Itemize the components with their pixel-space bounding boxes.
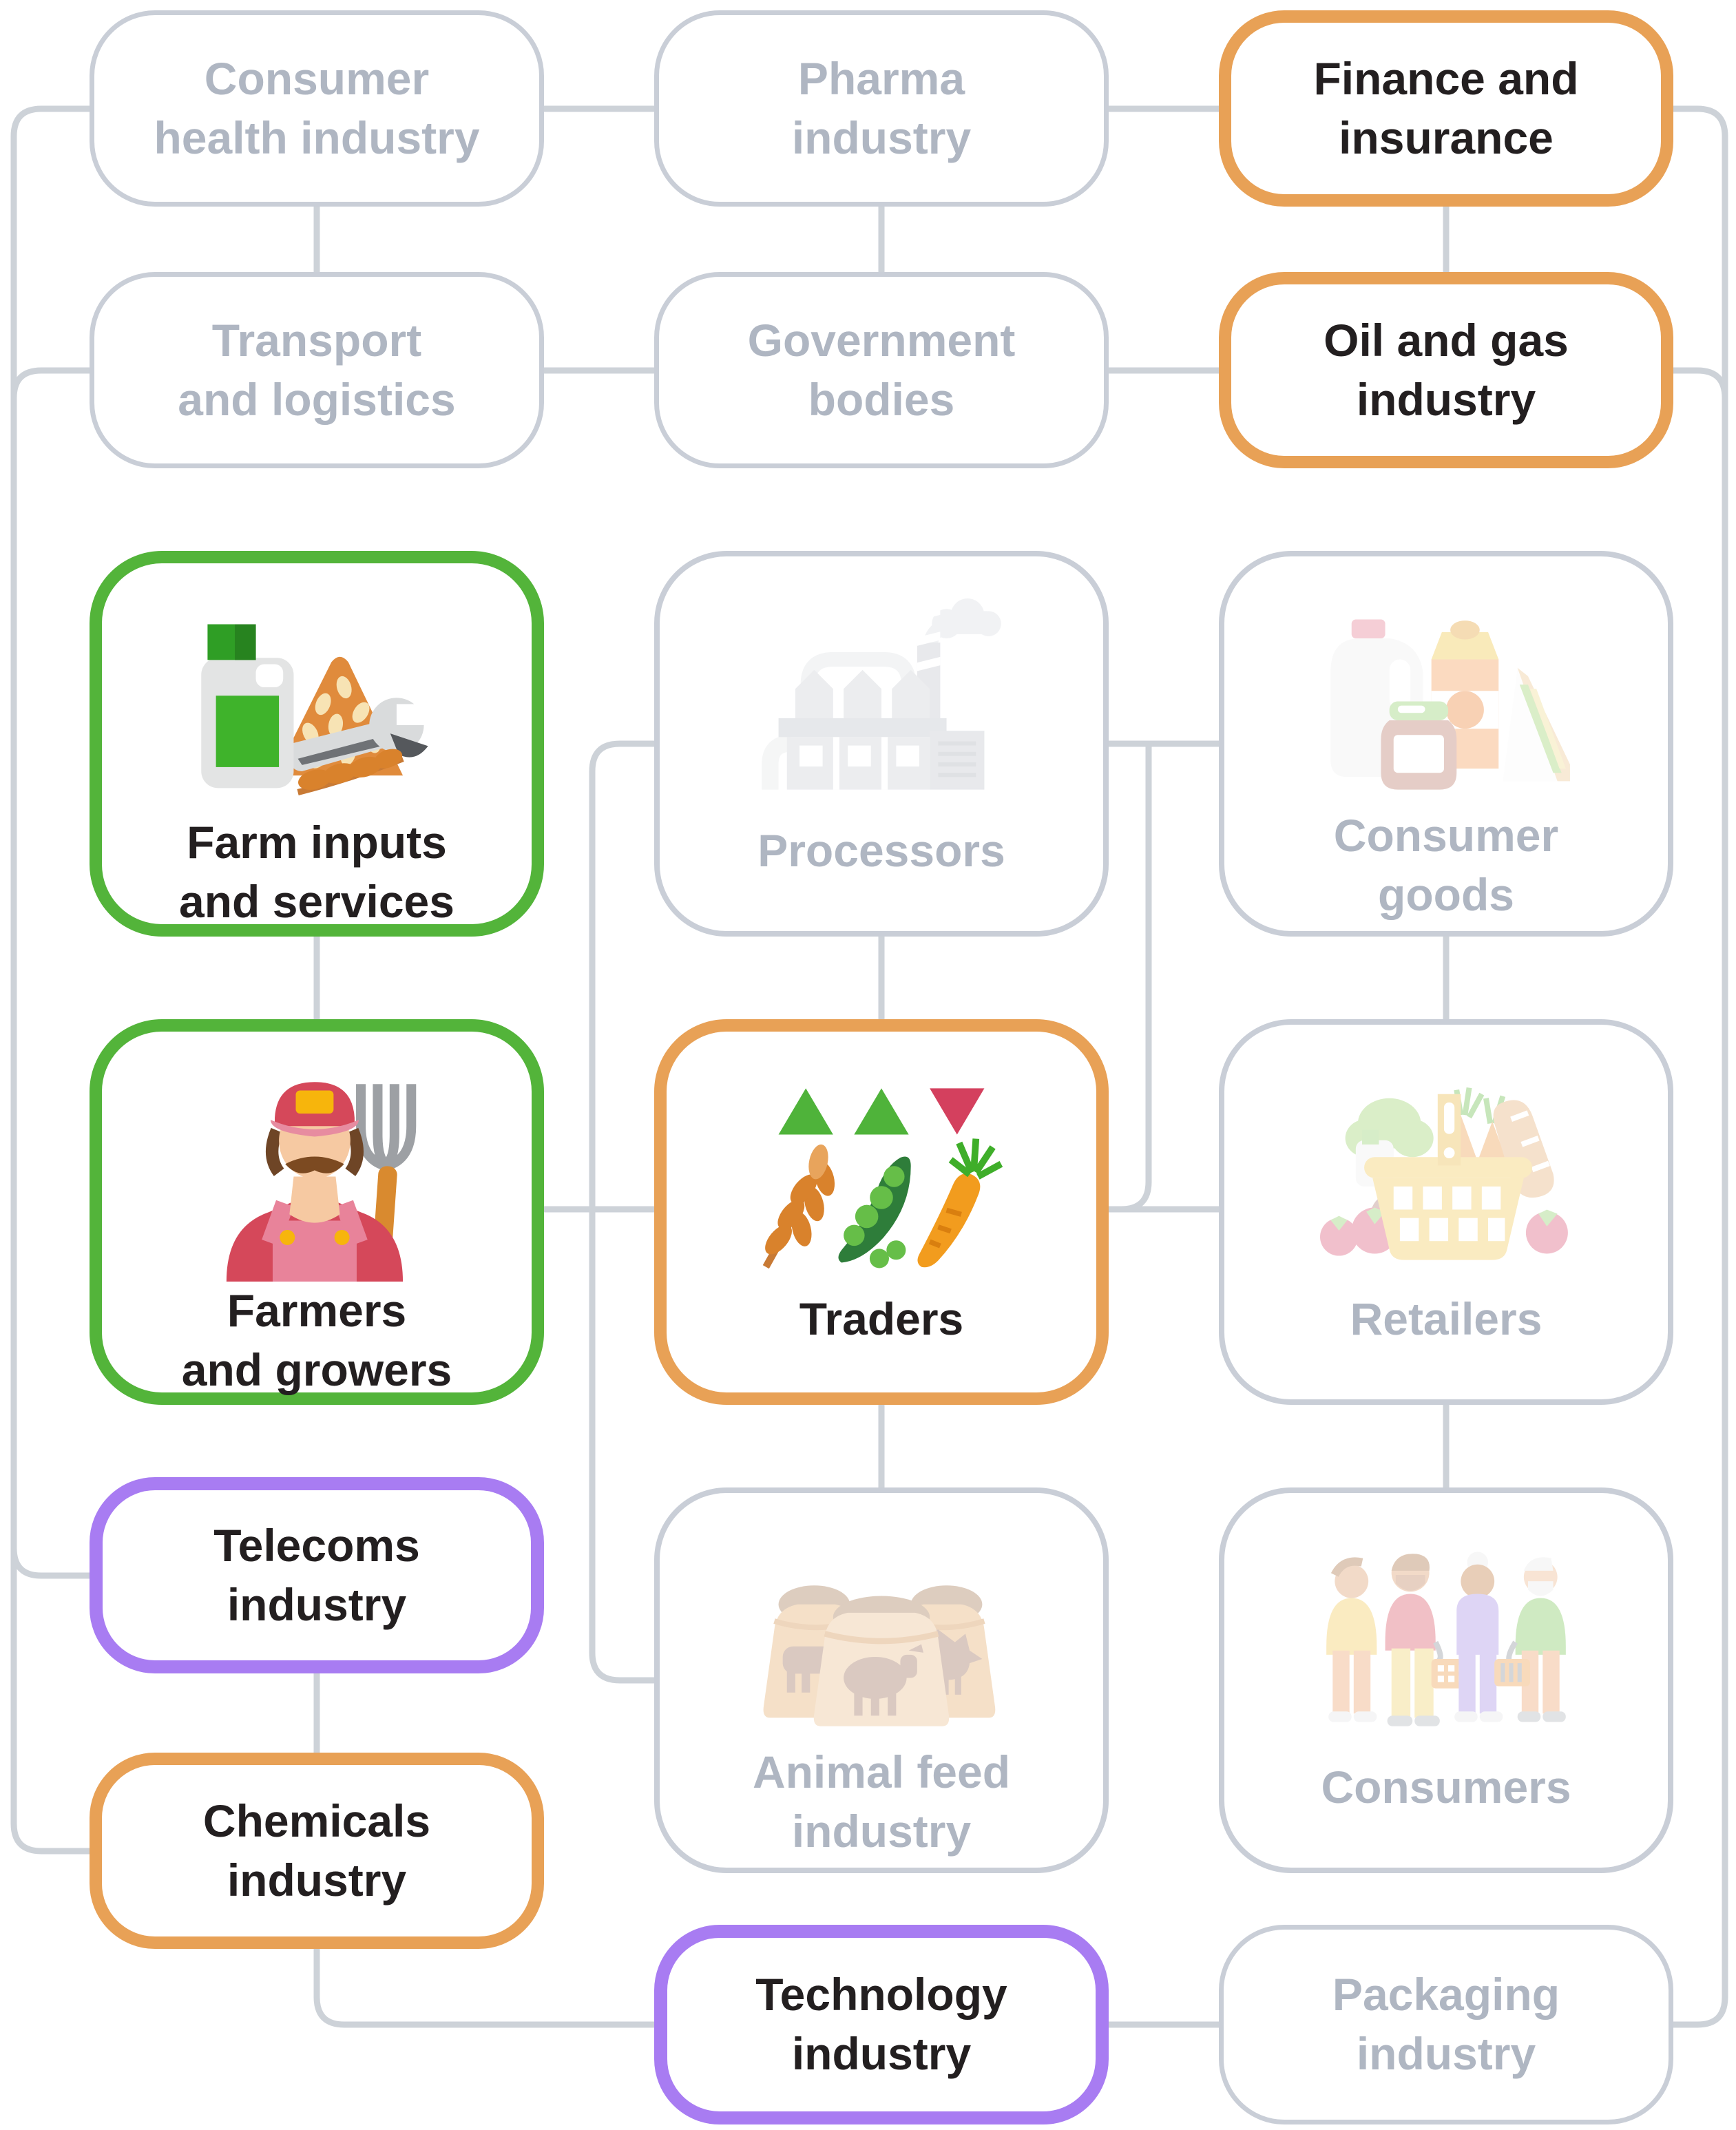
edge-oilgas-rightbus (1673, 367, 1728, 399)
node-label: Animal feed industry (752, 1746, 1011, 1857)
node-traders[interactable]: Traders (654, 1019, 1109, 1405)
node-label: Oil and gas industry (1324, 314, 1569, 425)
groceries-icon (1298, 596, 1594, 806)
node-label: Farmers and growers (181, 1285, 452, 1395)
node-transport-and-logistics[interactable]: Transport and logistics (90, 272, 544, 468)
node-label: Traders (799, 1293, 964, 1344)
node-label: Pharma industry (791, 52, 972, 163)
node-processors[interactable]: Processors (654, 551, 1109, 937)
node-government-bodies[interactable]: Government bodies (654, 272, 1109, 468)
node-label: Processors (757, 824, 1005, 876)
node-label: Packaging industry (1332, 1969, 1560, 2079)
node-label: Chemicals industry (202, 1795, 431, 1905)
node-finance-and-insurance[interactable]: Finance and insurance (1219, 10, 1673, 207)
edge-processors-animalfeed (589, 740, 654, 1684)
edge-leftbus-telecoms (10, 1547, 90, 1579)
shopping-basket-icon (1298, 1065, 1594, 1275)
edge-chemicals-technology (313, 1949, 654, 2028)
node-label: Farm inputs and services (179, 817, 454, 927)
factory-icon (733, 596, 1029, 806)
node-oil-and-gas-industry[interactable]: Oil and gas industry (1219, 272, 1673, 468)
node-telecoms-industry[interactable]: Telecoms industry (90, 1477, 544, 1673)
node-label: Retailers (1350, 1293, 1542, 1344)
node-retailers[interactable]: Retailers (1219, 1019, 1673, 1405)
node-consumer-health-industry[interactable]: Consumer health industry (90, 10, 544, 207)
node-label: Transport and logistics (178, 314, 456, 425)
node-label: Technology industry (755, 1969, 1007, 2079)
edge-rail-drop (1120, 744, 1152, 1213)
edge-right-bus (1673, 105, 1728, 2028)
node-label: Government bodies (747, 314, 1016, 425)
produce-trading-icon (733, 1072, 1029, 1282)
farm-supplies-icon (169, 603, 465, 813)
node-label: Finance and insurance (1313, 52, 1579, 163)
node-technology-industry[interactable]: Technology industry (654, 1925, 1109, 2124)
shoppers-icon (1298, 1533, 1594, 1743)
node-packaging-industry[interactable]: Packaging industry (1219, 1925, 1673, 2124)
node-label: Consumers (1321, 1761, 1571, 1813)
node-chemicals-industry[interactable]: Chemicals industry (90, 1753, 544, 1949)
node-consumer-goods[interactable]: Consumer goods (1219, 551, 1673, 937)
node-farm-inputs-and-services[interactable]: Farm inputs and services (90, 551, 544, 937)
node-label: Consumer health industry (154, 52, 480, 163)
node-farmers-and-growers[interactable]: Farmers and growers (90, 1019, 544, 1405)
edge-transport-leftbus (10, 367, 90, 399)
node-pharma-industry[interactable]: Pharma industry (654, 10, 1109, 207)
edge-left-bus (10, 105, 90, 1855)
feed-sacks-icon (733, 1533, 1029, 1743)
node-animal-feed-industry[interactable]: Animal feed industry (654, 1487, 1109, 1873)
node-consumers[interactable]: Consumers (1219, 1487, 1673, 1873)
farmer-icon (169, 1072, 465, 1282)
node-label: Telecoms industry (213, 1519, 420, 1630)
node-label: Consumer goods (1333, 810, 1559, 920)
